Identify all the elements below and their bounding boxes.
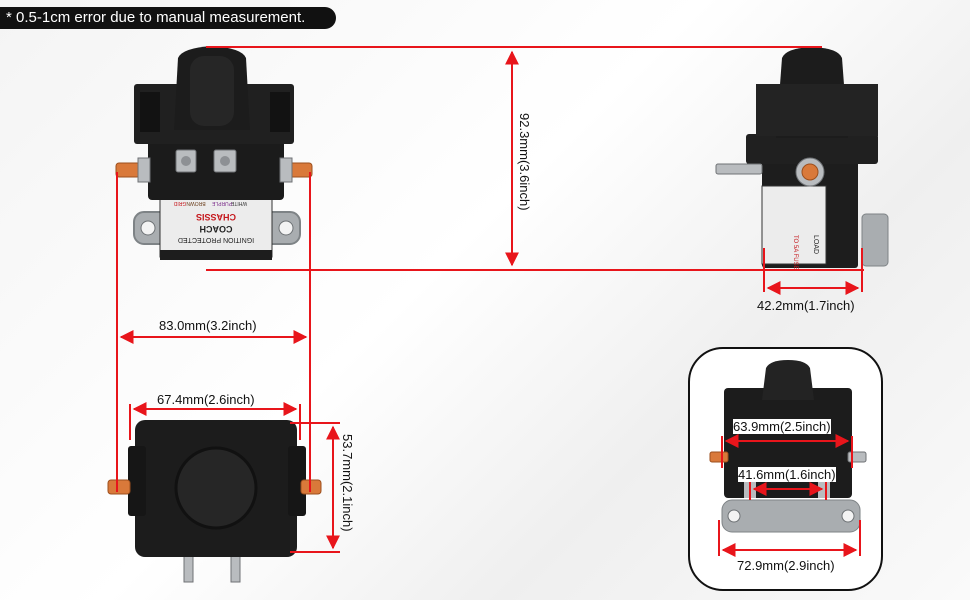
solenoid-side-view: TO 5A FUSE LOAD: [715, 47, 889, 270]
solenoid-top-view: [107, 420, 322, 583]
top-view-cap: [174, 446, 258, 530]
side-bolt: [715, 163, 763, 175]
top-view-copper-left: [107, 479, 131, 495]
measurement-note-banner: * 0.5-1cm error due to manual measuremen…: [0, 7, 336, 29]
label-white-text: WHITE: [230, 200, 247, 206]
height-dimension-label: 92.3mm(3.6inch): [517, 113, 532, 211]
label-ignition-text: IGNITION PROTECTED: [178, 236, 254, 243]
side-label-fuse-text: TO 5A FUSE: [792, 235, 798, 270]
label-chassis-text: CHASSIS: [196, 212, 236, 222]
label-grid-text: GRID: [173, 200, 186, 206]
label-purple-text: PURPLE: [211, 200, 232, 206]
label-brown-text: BROWN: [186, 200, 206, 206]
solenoid-front-view: IGNITION PROTECTED COACH CHASSIS WHITE P…: [115, 46, 313, 260]
body-width-dimension-label: 67.4mm(2.6inch): [157, 392, 255, 407]
overall-width-dimension-label: 83.0mm(3.2inch): [159, 318, 257, 333]
dimension-lines: [116, 46, 864, 557]
label-coach-text: COACH: [200, 224, 233, 234]
side-bracket: [861, 213, 889, 267]
terminal-span-dimension-label: 63.9mm(2.5inch): [733, 419, 831, 434]
side-label-load-text: LOAD: [812, 235, 819, 254]
label-band: [159, 194, 273, 258]
copper-terminal-left: [115, 162, 141, 178]
inset-bracket: [721, 499, 861, 533]
stud-span-dimension-label: 41.6mm(1.6inch): [738, 467, 836, 482]
side-label: [761, 185, 827, 265]
side-depth-dimension-label: 42.2mm(1.7inch): [757, 298, 855, 313]
body-depth-dimension-label: 53.7mm(2.1inch): [340, 434, 355, 532]
bracket-width-dimension-label: 72.9mm(2.9inch): [737, 558, 835, 573]
